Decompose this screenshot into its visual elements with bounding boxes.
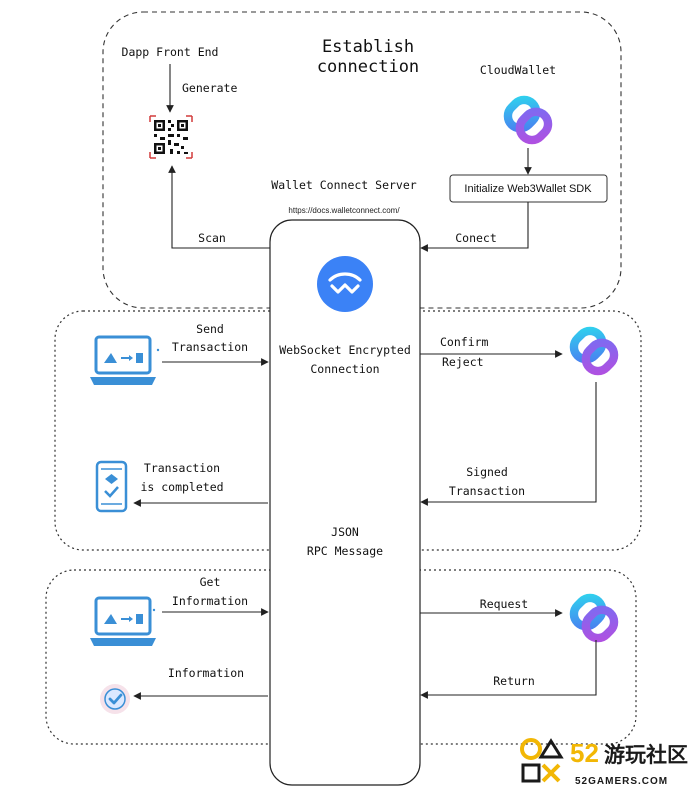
section-title-line1: Establish — [322, 37, 414, 57]
walletconnect-logo-icon — [317, 256, 373, 312]
watermark-logo — [520, 738, 564, 783]
cloudwallet-label: CloudWallet — [480, 63, 556, 77]
laptop-icon — [88, 335, 158, 387]
send-label-line1: Send — [196, 322, 224, 336]
wallet-connect-server-box — [269, 219, 421, 786]
check-badge-icon — [100, 684, 130, 714]
return-label: Return — [493, 674, 535, 688]
json-label-line1: JSON — [331, 525, 359, 539]
information-label: Information — [168, 666, 244, 680]
cloudwallet-logo-icon — [569, 593, 619, 643]
laptop-icon — [88, 596, 158, 648]
scan-arrow — [168, 165, 270, 249]
get-label-line1: Get — [200, 575, 221, 589]
request-label: Request — [480, 597, 528, 611]
websocket-label-line2: Connection — [310, 362, 379, 376]
watermark-chinese: 游玩社区 — [604, 743, 688, 767]
reject-label: Reject — [442, 355, 484, 369]
get-label-line2: Information — [172, 594, 248, 608]
connect-label: Conect — [455, 231, 497, 245]
connect-arrow — [420, 202, 529, 252]
watermark-number: 52 — [570, 738, 599, 768]
scan-label: Scan — [198, 231, 226, 245]
sdk-label: Initialize Web3Wallet SDK — [464, 183, 592, 195]
json-label-line2: RPC Message — [307, 544, 383, 558]
cloudwallet-logo-icon — [569, 326, 619, 376]
section-title-line2: connection — [317, 57, 419, 77]
watermark-site: 52GAMERS.COM — [575, 776, 668, 787]
websocket-label-line1: WebSocket Encrypted — [279, 343, 411, 357]
cloudwallet-logo-icon — [503, 95, 553, 145]
phone-icon — [95, 460, 128, 513]
signed-label-line2: Transaction — [449, 484, 525, 498]
signed-transaction-arrow — [420, 382, 597, 506]
completed-label-line2: is completed — [140, 480, 223, 494]
establish-connection-frame — [102, 11, 622, 309]
signed-label-line1: Signed — [466, 465, 508, 479]
completed-label-line1: Transaction — [144, 461, 220, 475]
dapp-front-end-label: Dapp Front End — [122, 45, 219, 59]
server-url: https://docs.walletconnect.com/ — [288, 206, 400, 215]
confirm-label: Confirm — [440, 335, 489, 349]
return-arrow — [420, 640, 597, 699]
send-label-line2: Transaction — [172, 340, 248, 354]
qr-code-icon — [149, 115, 193, 159]
generate-label: Generate — [182, 81, 237, 95]
server-label: Wallet Connect Server — [271, 178, 416, 192]
